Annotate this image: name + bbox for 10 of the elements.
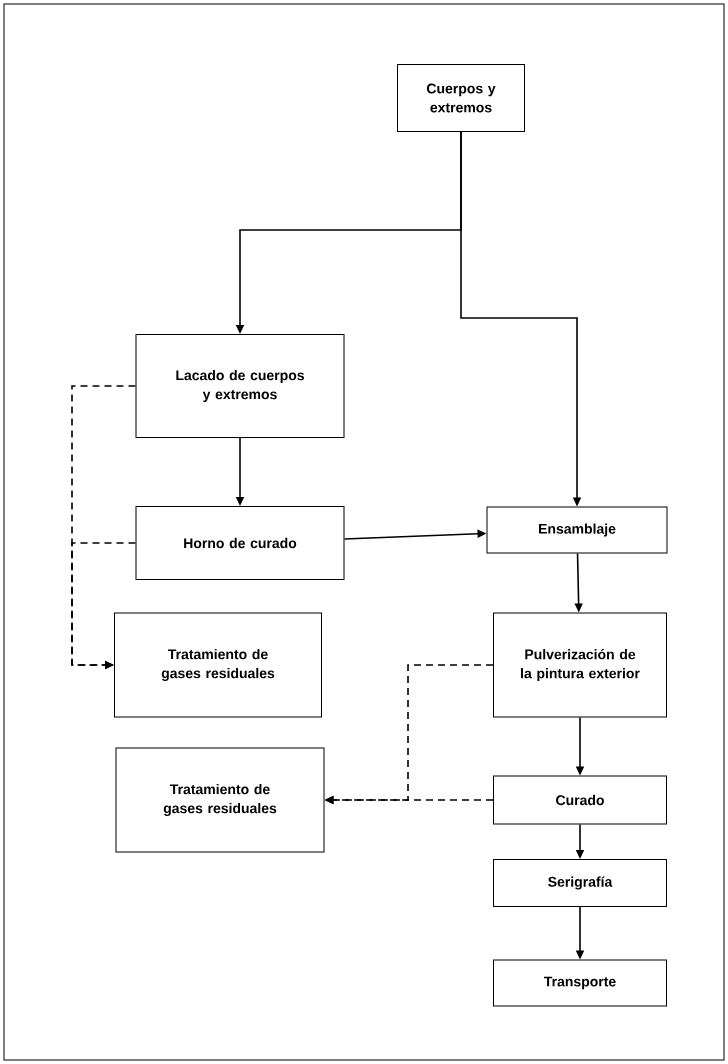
process-box: Pulverización de la pintura exterior: [493, 612, 667, 718]
process-box: Lacado de cuerpos y extremos: [135, 334, 345, 438]
process-box: Transporte: [493, 959, 667, 1007]
process-box: Ensamblaje: [486, 506, 668, 554]
process-box: Curado: [493, 775, 667, 825]
process-box: Serigrafía: [493, 859, 667, 907]
process-box: Cuerpos y extremos: [397, 64, 525, 132]
process-box: Horno de curado: [135, 506, 345, 580]
process-box: Tratamiento de gases residuales: [115, 747, 325, 853]
process-box: Tratamiento de gases residuales: [114, 612, 322, 718]
